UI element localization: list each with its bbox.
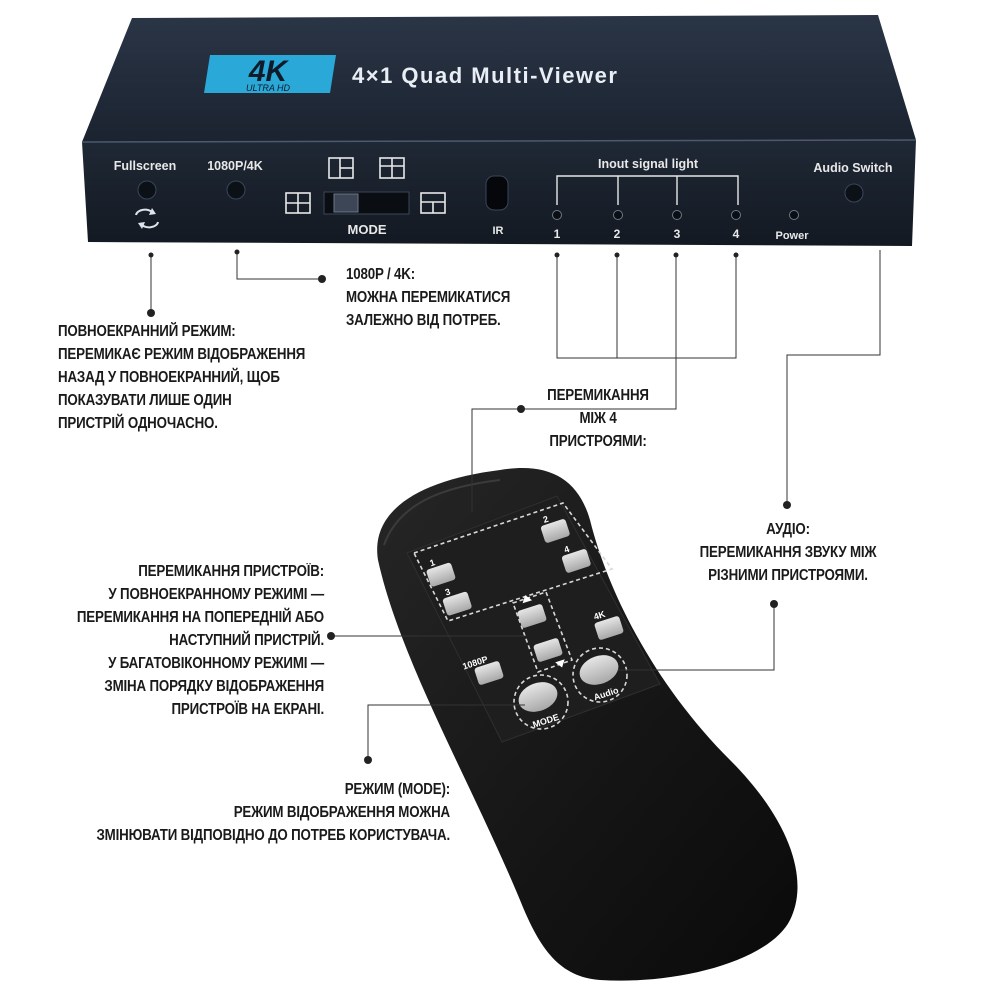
- signal-leader: [556, 255, 737, 359]
- svg-text:1: 1: [428, 557, 436, 568]
- signal-label: Inout signal light: [598, 157, 699, 171]
- remote-mode-key[interactable]: [514, 677, 561, 717]
- arrow-key-group: [511, 590, 574, 674]
- callout-lines: [150, 250, 881, 760]
- refresh-icon: [135, 208, 159, 229]
- remote-key-1[interactable]: 1: [423, 553, 456, 588]
- remote-audio-leader: [618, 604, 775, 671]
- channel-label-1: 1: [554, 227, 561, 241]
- signal-led-4: [731, 210, 741, 220]
- note-audio: АУДІО: ПЕРЕМИКАННЯ ЗВУКУ МІЖ РІЗНИМИ ПРИ…: [699, 521, 877, 584]
- audio-key-ring: [572, 647, 628, 703]
- remote-key-3[interactable]: 3: [439, 582, 472, 617]
- badge-main: 4K: [248, 55, 290, 88]
- device-title: 4×1 Quad Multi-Viewer: [352, 63, 618, 88]
- note-switch-4: ПЕРЕМИКАННЯ МІЖ 4 ПРИСТРОЯМИ:: [547, 387, 649, 450]
- split-layout-icon: [379, 157, 405, 179]
- audio-switch-label: Audio Switch: [813, 161, 892, 175]
- channel-label-2: 2: [614, 227, 621, 241]
- note-fullscreen: ПОВНОЕКРАННИЙ РЕЖИМ: ПЕРЕМИКАЄ РЕЖИМ ВІД…: [58, 323, 306, 432]
- signal-led-1: [552, 210, 562, 220]
- mode-label: MODE: [348, 222, 387, 237]
- remote-highlight: [383, 479, 501, 546]
- remote-control: 1 2 3 4 4K 1080: [377, 468, 798, 981]
- signal-bracket: [556, 175, 739, 205]
- svg-text:2: 2: [542, 514, 550, 525]
- note-mode: РЕЖИМ (MODE): РЕЖИМ ВІДОБРАЖЕННЯ МОЖНА З…: [96, 781, 451, 844]
- channel-label-4: 4: [733, 227, 740, 241]
- remote-audio-key[interactable]: [575, 650, 622, 690]
- resolution-leader: [236, 252, 322, 280]
- pip-layout-icon: [328, 157, 354, 179]
- arrow-down-icon: [555, 659, 565, 668]
- layout-icons: [285, 157, 446, 214]
- fullscreen-label: Fullscreen: [114, 159, 177, 173]
- signal-led-2: [613, 210, 623, 220]
- device-top-panel: [82, 15, 916, 142]
- mode-slider-handle[interactable]: [333, 193, 359, 213]
- triple-layout-icon: [420, 192, 446, 214]
- multiviewer-device: 4K ULTRA HD 4×1 Quad Multi-Viewer Fullsc…: [81, 15, 917, 246]
- switch-leader: [471, 255, 677, 512]
- resolution-label: 1080P/4K: [207, 159, 263, 173]
- resolution-button[interactable]: [226, 180, 246, 200]
- mode-leader: [367, 704, 525, 760]
- channel-label-3: 3: [674, 227, 681, 241]
- remote-key-up[interactable]: [513, 591, 547, 629]
- ir-window: [485, 175, 509, 211]
- remote-key-4k[interactable]: 4K: [590, 605, 624, 641]
- badge-sub: ULTRA HD: [246, 83, 291, 93]
- audio-leader: [786, 250, 881, 505]
- power-label: Power: [775, 230, 809, 242]
- mode-key-ring: [513, 674, 569, 730]
- remote-key-2[interactable]: 2: [537, 509, 570, 544]
- number-key-group: [412, 502, 614, 622]
- note-resolution: 1080P / 4K: МОЖНА ПЕРЕМИКАТИСЯ ЗАЛЕЖНО В…: [346, 266, 511, 329]
- fullscreen-button[interactable]: [137, 180, 157, 200]
- svg-text:3: 3: [444, 586, 452, 597]
- callout-dots: [147, 249, 791, 764]
- audio-switch-button[interactable]: [844, 183, 864, 203]
- remote-key-down[interactable]: [533, 637, 567, 674]
- svg-text:4K: 4K: [592, 609, 607, 622]
- quad-layout-icon: [285, 192, 311, 214]
- arrow-up-icon: [522, 595, 533, 604]
- power-led: [789, 210, 799, 220]
- remote-key-4[interactable]: 4: [558, 539, 591, 574]
- note-device-switching: ПЕРЕМИКАННЯ ПРИСТРОЇВ: У ПОВНОЕКРАННОМУ …: [76, 563, 325, 718]
- svg-text:4: 4: [563, 544, 571, 555]
- ir-label: IR: [493, 225, 504, 237]
- uhd-badge: 4K ULTRA HD: [204, 55, 336, 93]
- signal-led-3: [672, 210, 682, 220]
